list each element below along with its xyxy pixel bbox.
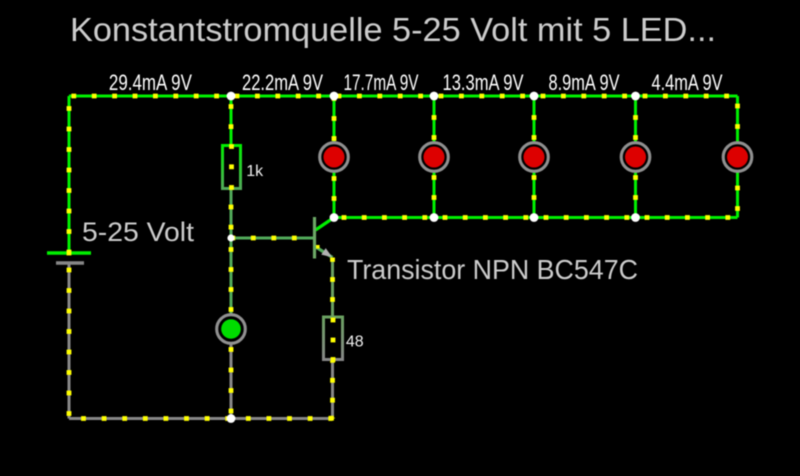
svg-text:48: 48 [346, 333, 364, 350]
svg-text:Konstantstromquelle 5-25 Volt: Konstantstromquelle 5-25 Volt mit 5 LED.… [70, 11, 716, 48]
svg-text:1k: 1k [246, 163, 264, 180]
svg-text:29.4mA 9V: 29.4mA 9V [109, 70, 192, 95]
svg-text:4.4mA 9V: 4.4mA 9V [652, 70, 723, 95]
svg-text:17.7mA 9V: 17.7mA 9V [344, 70, 419, 95]
svg-text:22.2mA 9V: 22.2mA 9V [242, 70, 323, 95]
svg-text:Transistor NPN BC547C: Transistor NPN BC547C [347, 254, 638, 285]
svg-text:5-25 Volt: 5-25 Volt [82, 217, 195, 247]
svg-text:8.9mA 9V: 8.9mA 9V [549, 70, 620, 95]
svg-text:13.3mA 9V: 13.3mA 9V [443, 70, 524, 95]
